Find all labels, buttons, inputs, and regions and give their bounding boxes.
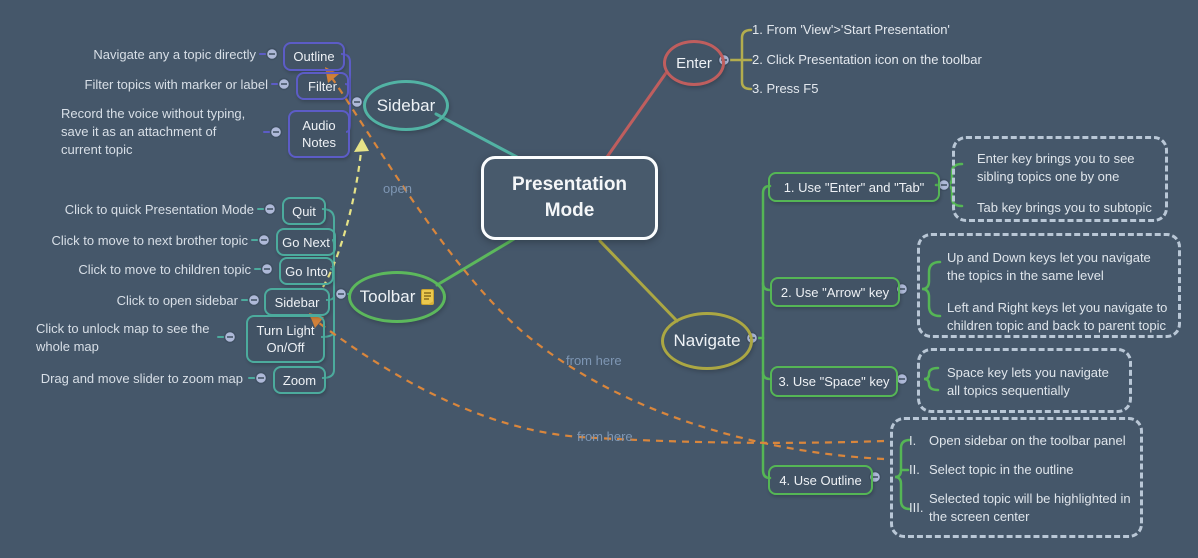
topic-enter-label: Enter — [676, 54, 712, 72]
callout-enter-tab[interactable]: Enter key brings you to see sibling topi… — [952, 136, 1168, 222]
topic-audio-notes[interactable]: Audio Notes — [288, 110, 350, 158]
step-numeral: I. — [909, 433, 917, 448]
note-outline[interactable]: Navigate any a topic directly — [93, 47, 256, 62]
central-topic-label: Presentation Mode — [511, 174, 628, 221]
outline-step[interactable]: II. Select topic in the outline — [909, 462, 1074, 477]
note-quit[interactable]: Click to quick Presentation Mode — [64, 202, 254, 217]
relationship-label-from-here-2: from here — [577, 429, 633, 444]
note-audio[interactable]: Record the voice without typing, save it… — [61, 106, 246, 157]
relationship-label-open: open — [383, 181, 412, 196]
relationship-label-from-here-1: from here — [566, 353, 622, 368]
callout-note[interactable]: Enter key brings you to see sibling topi… — [977, 151, 1135, 184]
topic-use-enter-tab[interactable]: 1. Use "Enter" and "Tab" — [768, 172, 940, 202]
topic-sidebar[interactable]: Sidebar — [363, 80, 449, 131]
topic-navigate-label: Navigate — [673, 331, 741, 350]
callout-note[interactable]: Space key lets you navigate all topics s… — [947, 365, 1109, 398]
step-numeral: II. — [909, 462, 920, 477]
topic-use-outline[interactable]: 4. Use Outline — [768, 465, 873, 495]
outline-step[interactable]: III. Selected topic will be highlighted … — [909, 491, 1131, 524]
topic-enter[interactable]: Enter — [663, 40, 725, 86]
navigate-bracket — [755, 184, 772, 480]
enter-step-2[interactable]: 2. Click Presentation icon on the toolba… — [752, 52, 982, 67]
callout-note[interactable]: Up and Down keys let you navigate the to… — [947, 250, 1151, 283]
note-icon[interactable] — [421, 289, 435, 305]
topic-sidebar-label: Sidebar — [376, 95, 436, 115]
note-go-next[interactable]: Click to move to next brother topic — [51, 233, 248, 248]
topic-use-arrow-key[interactable]: 2. Use "Arrow" key — [770, 277, 900, 307]
topic-use-space-key[interactable]: 3. Use "Space" key — [770, 366, 898, 397]
callout-note[interactable]: Left and Right keys let you navigate to … — [947, 300, 1168, 333]
callout-use-outline[interactable]: I. Open sidebar on the toolbar panel II.… — [890, 417, 1143, 538]
topic-quit[interactable]: Quit — [282, 197, 326, 225]
topic-toolbar[interactable]: Toolbar — [348, 271, 446, 323]
relationship-open-arrow — [322, 138, 369, 288]
note-go-into[interactable]: Click to move to children topic — [78, 262, 251, 277]
arrowhead — [354, 138, 369, 152]
enter-step-3[interactable]: 3. Press F5 — [752, 81, 819, 96]
topic-go-next[interactable]: Go Next — [276, 228, 336, 256]
collapse-dots[interactable] — [223, 47, 951, 484]
topic-filter[interactable]: Filter — [296, 72, 349, 100]
topic-outline[interactable]: Outline — [283, 42, 345, 71]
branch-lines — [434, 71, 679, 323]
topic-turn-light[interactable]: Turn Light On/Off — [246, 315, 325, 363]
enter-step-1[interactable]: 1. From 'View'>'Start Presentation' — [752, 22, 950, 37]
arrowhead — [325, 67, 339, 83]
callout-arrow-key[interactable]: Up and Down keys let you navigate the to… — [917, 233, 1181, 338]
note-sidebar-btn[interactable]: Click to open sidebar — [116, 293, 238, 308]
topic-go-into[interactable]: Go Into — [279, 257, 334, 285]
note-zoom[interactable]: Drag and move slider to zoom map — [40, 371, 243, 386]
note-filter[interactable]: Filter topics with marker or label — [84, 77, 269, 92]
step-numeral: III. — [909, 500, 924, 515]
callout-note[interactable]: Tab key brings you to subtopic — [977, 200, 1152, 215]
topic-toolbar-label: Toolbar — [359, 287, 416, 306]
enter-brace — [728, 28, 753, 91]
topic-zoom[interactable]: Zoom — [273, 366, 326, 394]
topic-sidebar-btn[interactable]: Sidebar — [264, 288, 330, 316]
topic-navigate[interactable]: Navigate — [661, 312, 753, 370]
note-turn-light[interactable]: Click to unlock map to see the whole map — [36, 321, 210, 354]
outline-step[interactable]: I. Open sidebar on the toolbar panel — [909, 433, 1126, 448]
central-topic[interactable]: Presentation Mode — [481, 156, 658, 240]
callout-space-key[interactable]: Space key lets you navigate all topics s… — [917, 348, 1132, 413]
